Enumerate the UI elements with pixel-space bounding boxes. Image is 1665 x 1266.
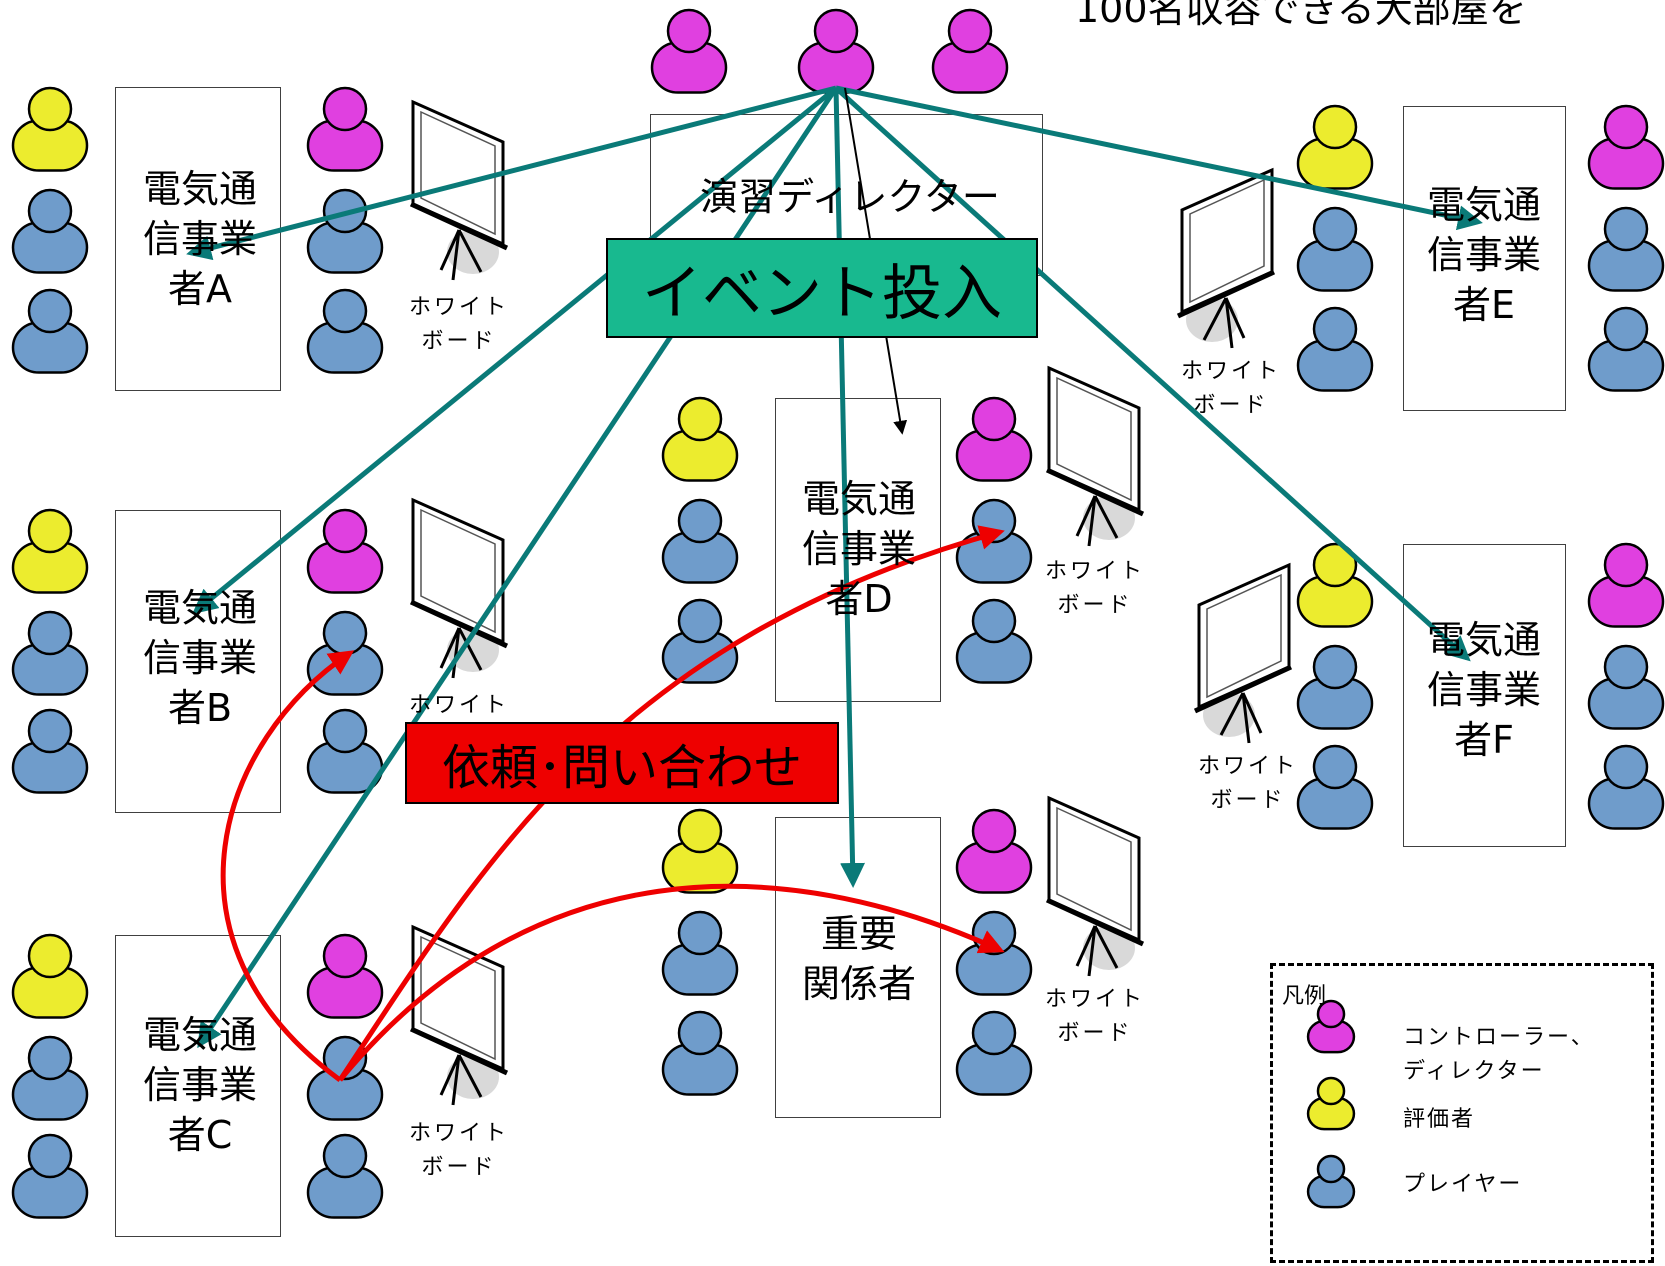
controller-person-icon xyxy=(1306,999,1356,1054)
table-label-D: 電気通 信事業 者D xyxy=(801,477,916,621)
controller-person-icon xyxy=(1587,104,1665,190)
event-arrow xyxy=(197,86,839,1049)
evaluator-person-icon xyxy=(1296,542,1374,628)
table-label-director: 演習ディレクター xyxy=(700,175,1000,219)
player-person-icon xyxy=(661,598,739,684)
player-person-icon xyxy=(1296,744,1374,830)
controller-person-icon xyxy=(955,808,1033,894)
table-box-stakeholder xyxy=(775,817,941,1118)
player-person-icon xyxy=(1296,306,1374,392)
arrows xyxy=(186,85,1483,1083)
player-person-icon xyxy=(11,708,89,794)
whiteboard-icon xyxy=(409,497,509,679)
player-person-icon xyxy=(661,910,739,996)
evaluator-person-icon xyxy=(661,396,739,482)
player-person-icon xyxy=(11,610,89,696)
whiteboard-label-A: ホワイト ボード xyxy=(408,295,509,354)
player-person-icon xyxy=(1587,306,1665,392)
people xyxy=(11,8,1665,1219)
event-arrow xyxy=(186,85,837,261)
player-person-icon xyxy=(306,1133,384,1219)
legend-label-player: プレイヤー xyxy=(1403,1172,1523,1197)
legend: 凡例 コントローラー、 ディレクター 評価者 プレイヤー xyxy=(1270,963,1654,1263)
evaluator-person-icon xyxy=(11,86,89,172)
inquiry-banner: 依頼･問い合わせ xyxy=(405,722,839,804)
controller-person-icon xyxy=(797,8,875,94)
player-person-icon xyxy=(11,1133,89,1219)
whiteboard-icon xyxy=(1045,365,1145,547)
controller-person-icon xyxy=(931,8,1009,94)
player-person-icon xyxy=(955,1010,1033,1096)
whiteboard-icon xyxy=(1193,562,1293,744)
legend-label-controller: コントローラー、 ディレクター xyxy=(1403,1025,1595,1084)
whiteboard-icon xyxy=(1176,167,1276,349)
player-person-icon xyxy=(1296,206,1374,292)
player-person-icon xyxy=(955,598,1033,684)
player-person-icon xyxy=(306,288,384,374)
player-person-icon xyxy=(1587,206,1665,292)
event-arrow xyxy=(192,86,838,615)
controller-person-icon xyxy=(650,8,728,94)
player-person-icon xyxy=(1587,644,1665,730)
player-person-icon xyxy=(306,1035,384,1121)
table-label-A: 電気通 信事業 者A xyxy=(142,167,257,311)
legend-label-evaluator: 評価者 xyxy=(1403,1107,1476,1132)
player-person-icon xyxy=(11,1035,89,1121)
player-person-icon xyxy=(306,708,384,794)
table-label-B: 電気通 信事業 者B xyxy=(142,586,257,730)
event-injection-banner: イベント投入 xyxy=(606,238,1038,338)
player-person-icon xyxy=(955,910,1033,996)
controller-person-icon xyxy=(306,508,384,594)
evaluator-person-icon xyxy=(11,508,89,594)
controller-person-icon xyxy=(1587,542,1665,628)
whiteboards xyxy=(409,99,1293,1106)
evaluator-person-icon xyxy=(1296,104,1374,190)
legend-icons xyxy=(1306,999,1356,1209)
whiteboard-label-D: ホワイト ボード xyxy=(1044,559,1145,618)
player-person-icon xyxy=(661,498,739,584)
whiteboard-icon xyxy=(409,99,509,281)
table-label-C: 電気通 信事業 者C xyxy=(142,1013,257,1157)
controller-person-icon xyxy=(306,933,384,1019)
event-arrow xyxy=(835,85,1483,231)
evaluator-person-icon xyxy=(661,808,739,894)
event-arrow xyxy=(834,86,1471,662)
inquiry-arrow xyxy=(220,650,355,1083)
table-label-E: 電気通 信事業 者E xyxy=(1426,183,1541,327)
player-person-icon xyxy=(661,1010,739,1096)
player-person-icon xyxy=(1306,1154,1356,1209)
whiteboard-label-F: ホワイト ボード xyxy=(1197,754,1298,813)
player-person-icon xyxy=(1296,644,1374,730)
whiteboard-label-C: ホワイト ボード xyxy=(408,1121,509,1180)
evaluator-person-icon xyxy=(1306,1076,1356,1131)
table-box-E xyxy=(1403,106,1566,411)
evaluator-person-icon xyxy=(11,933,89,1019)
player-person-icon xyxy=(11,288,89,374)
controller-person-icon xyxy=(955,396,1033,482)
whiteboard-icon xyxy=(409,924,509,1106)
diagram-title: 100名収容できる大部屋を xyxy=(1075,0,1527,31)
table-box-F xyxy=(1403,544,1566,847)
legend-title: 凡例 xyxy=(1282,984,1327,1009)
player-person-icon xyxy=(1587,744,1665,830)
whiteboard-label-E: ホワイト ボード xyxy=(1180,359,1281,418)
player-person-icon xyxy=(306,188,384,274)
player-person-icon xyxy=(11,188,89,274)
event-arrow xyxy=(833,87,866,888)
controller-person-icon xyxy=(306,86,384,172)
player-person-icon xyxy=(306,610,384,696)
table-label-stakeholder: 重要 関係者 xyxy=(801,912,916,1006)
table-box-D xyxy=(775,398,941,702)
whiteboard-label-stakeholder: ホワイト ボード xyxy=(1044,987,1145,1046)
whiteboard-icon xyxy=(1045,795,1145,977)
inquiry-arrow xyxy=(338,883,1005,1082)
table-label-F: 電気通 信事業 者F xyxy=(1426,618,1541,762)
